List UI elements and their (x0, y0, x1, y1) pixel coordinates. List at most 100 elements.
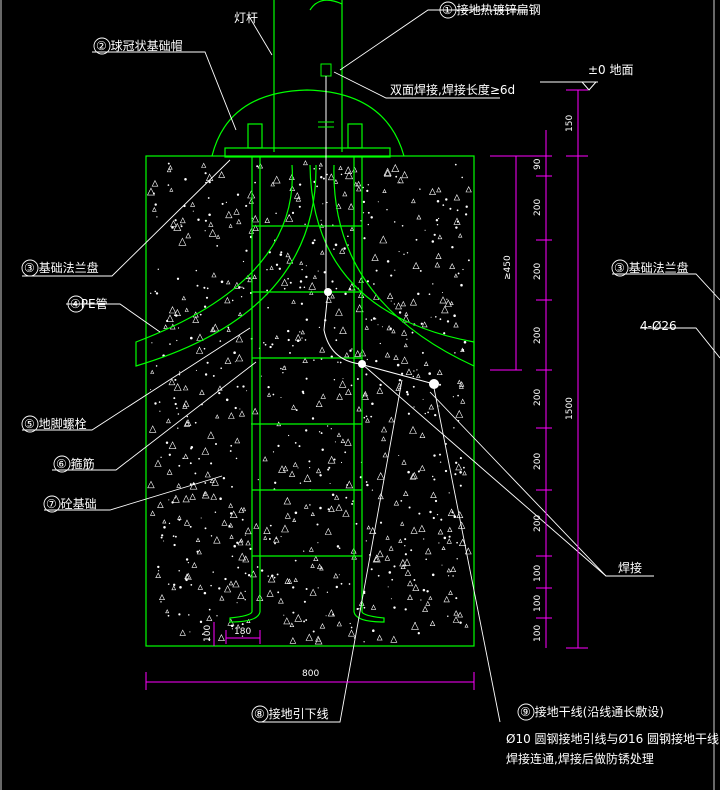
aggregate-dot (241, 635, 244, 637)
aggregate-dot (431, 475, 434, 478)
aggregate-dot (219, 340, 222, 342)
aggregate-dot (388, 416, 395, 423)
aggregate-dot (231, 485, 233, 488)
aggregate-dot (455, 463, 463, 471)
aggregate-dot (190, 446, 194, 449)
aggregate-dot (386, 325, 392, 331)
aggregate-dot (320, 432, 323, 435)
aggregate-dot (459, 484, 462, 487)
aggregate-dot (356, 378, 359, 380)
aggregate-dot (435, 316, 437, 318)
aggregate-dot (457, 272, 460, 275)
dim-text-200: 200 (533, 199, 543, 216)
aggregate-dot (372, 317, 376, 320)
aggregate-dot (298, 205, 301, 208)
aggregate-dot (395, 175, 398, 178)
aggregate-dot (320, 176, 323, 179)
aggregate-dot (431, 573, 435, 577)
aggregate-dot (294, 192, 301, 199)
aggregate-dot (195, 346, 204, 354)
aggregate-dot (194, 472, 197, 475)
aggregate-dot (317, 270, 319, 272)
aggregate-dot (317, 563, 323, 569)
aggregate-dot (312, 274, 317, 279)
aggregate-dot (337, 361, 339, 363)
aggregate-dot (456, 541, 458, 544)
aggregate-dot (204, 373, 208, 376)
aggregate-dot (204, 230, 206, 232)
aggregate-dot (318, 162, 323, 167)
aggregate-dot (381, 436, 386, 442)
aggregate-dot (289, 351, 291, 354)
aggregate-dot (417, 470, 420, 473)
aggregate-dot (195, 269, 198, 272)
aggregate-dot (412, 375, 414, 378)
aggregate-dot (424, 229, 426, 231)
aggregate-dot (382, 188, 387, 193)
aggregate-dot (365, 415, 368, 418)
aggregate-dot (263, 535, 268, 540)
aggregate-dot (422, 605, 429, 612)
aggregate-dot (432, 516, 435, 520)
aggregate-dot (226, 327, 231, 332)
aggregate-dot (439, 461, 442, 463)
aggregate-dot (247, 276, 253, 283)
aggregate-dot (453, 427, 455, 429)
aggregate-dot (277, 591, 280, 594)
aggregate-dot (327, 468, 330, 471)
aggregate-dot (147, 480, 155, 489)
aggregate-dot (184, 178, 187, 181)
aggregate-dot (363, 592, 366, 595)
aggregate-dot (326, 173, 328, 176)
aggregate-dot (178, 464, 181, 467)
aggregate-dot (189, 631, 191, 633)
aggregate-dot (462, 268, 464, 271)
aggregate-dot (294, 511, 298, 515)
aggregate-dot (455, 461, 458, 464)
aggregate-dot (267, 385, 270, 389)
dimension-texts: 800 180 100 150 1500 ≥450 90 200 200 200… (203, 115, 575, 679)
aggregate-dot (398, 251, 400, 253)
aggregate-dot (434, 499, 438, 503)
aggregate-dot (298, 445, 301, 448)
aggregate-dot (413, 370, 415, 372)
aggregate-dot (456, 209, 459, 212)
aggregate-dot (436, 200, 440, 203)
aggregate-dot (420, 599, 422, 601)
aggregate-dot (233, 208, 240, 215)
aggregate-dot (267, 306, 269, 309)
aggregate-dot (447, 526, 453, 532)
aggregate-dot (416, 369, 418, 371)
aggregate-dot (201, 633, 204, 636)
aggregate-dot (291, 211, 295, 214)
aggregate-dot (199, 389, 205, 395)
aggregate-dot (347, 235, 349, 237)
aggregate-dot (318, 326, 321, 329)
aggregate-dot (355, 180, 362, 187)
concrete-aggregate-texture (147, 160, 472, 645)
tag-circle-2 (93, 37, 111, 55)
aggregate-dot (365, 373, 368, 376)
aggregate-dot (401, 329, 408, 336)
aggregate-dot (291, 299, 296, 304)
aggregate-dot (331, 493, 335, 496)
aggregate-dot (208, 638, 211, 641)
aggregate-dot (463, 466, 465, 469)
pole-break-line (309, 0, 343, 11)
leader-anchor-bolt (22, 327, 251, 431)
aggregate-dot (379, 342, 381, 345)
aggregate-dot (257, 479, 259, 481)
aggregate-dot (351, 502, 354, 505)
aggregate-dot (453, 515, 457, 518)
aggregate-dot (320, 219, 322, 221)
aggregate-dot (178, 613, 181, 616)
aggregate-dot (292, 611, 295, 614)
aggregate-dot (182, 457, 184, 459)
aggregate-dot (266, 289, 269, 292)
aggregate-dot (215, 234, 221, 239)
aggregate-dot (367, 184, 370, 186)
aggregate-dot (394, 269, 396, 271)
aggregate-dot (412, 261, 420, 269)
aggregate-dot (449, 300, 454, 305)
